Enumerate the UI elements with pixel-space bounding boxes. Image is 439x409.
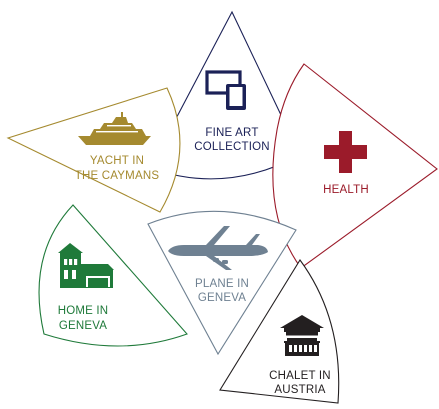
home-sector [38, 204, 188, 347]
health-label: HEALTH [323, 184, 369, 196]
yacht-sector [6, 87, 181, 213]
segment-health: HEALTH [272, 63, 438, 269]
airplane-icon [168, 226, 268, 270]
fine-art-label-line1: FINE ART [205, 127, 258, 139]
yacht-icon [78, 112, 151, 145]
home-label-line2: GENEVA [59, 320, 107, 332]
segment-home: HOME IN GENEVA [38, 204, 188, 347]
segment-fine-art: FINE ART COLLECTION [149, 10, 301, 180]
house-icon [58, 243, 114, 288]
yacht-label-line1: YACHT IN [90, 155, 144, 167]
fine-art-label-line2: COLLECTION [194, 141, 270, 153]
home-label-line1: HOME IN [58, 305, 109, 317]
yacht-label-line2: THE CAYMANS [75, 170, 160, 182]
segment-plane: PLANE IN GENEVA [147, 210, 297, 356]
plane-label-line2: GENEVA [198, 292, 246, 304]
segment-chalet: CHALET IN AUSTRIA [219, 259, 340, 404]
chalet-label-line1: CHALET IN [269, 370, 331, 382]
plane-label-line1: PLANE IN [195, 278, 249, 290]
segment-yacht: YACHT IN THE CAYMANS [6, 87, 181, 213]
chalet-sector [219, 259, 340, 404]
chalet-icon [280, 315, 324, 356]
chalet-label-line2: AUSTRIA [274, 384, 325, 396]
health-sector [272, 63, 438, 269]
tablet-monitor-icon [205, 70, 246, 110]
medical-cross-icon [324, 131, 367, 173]
